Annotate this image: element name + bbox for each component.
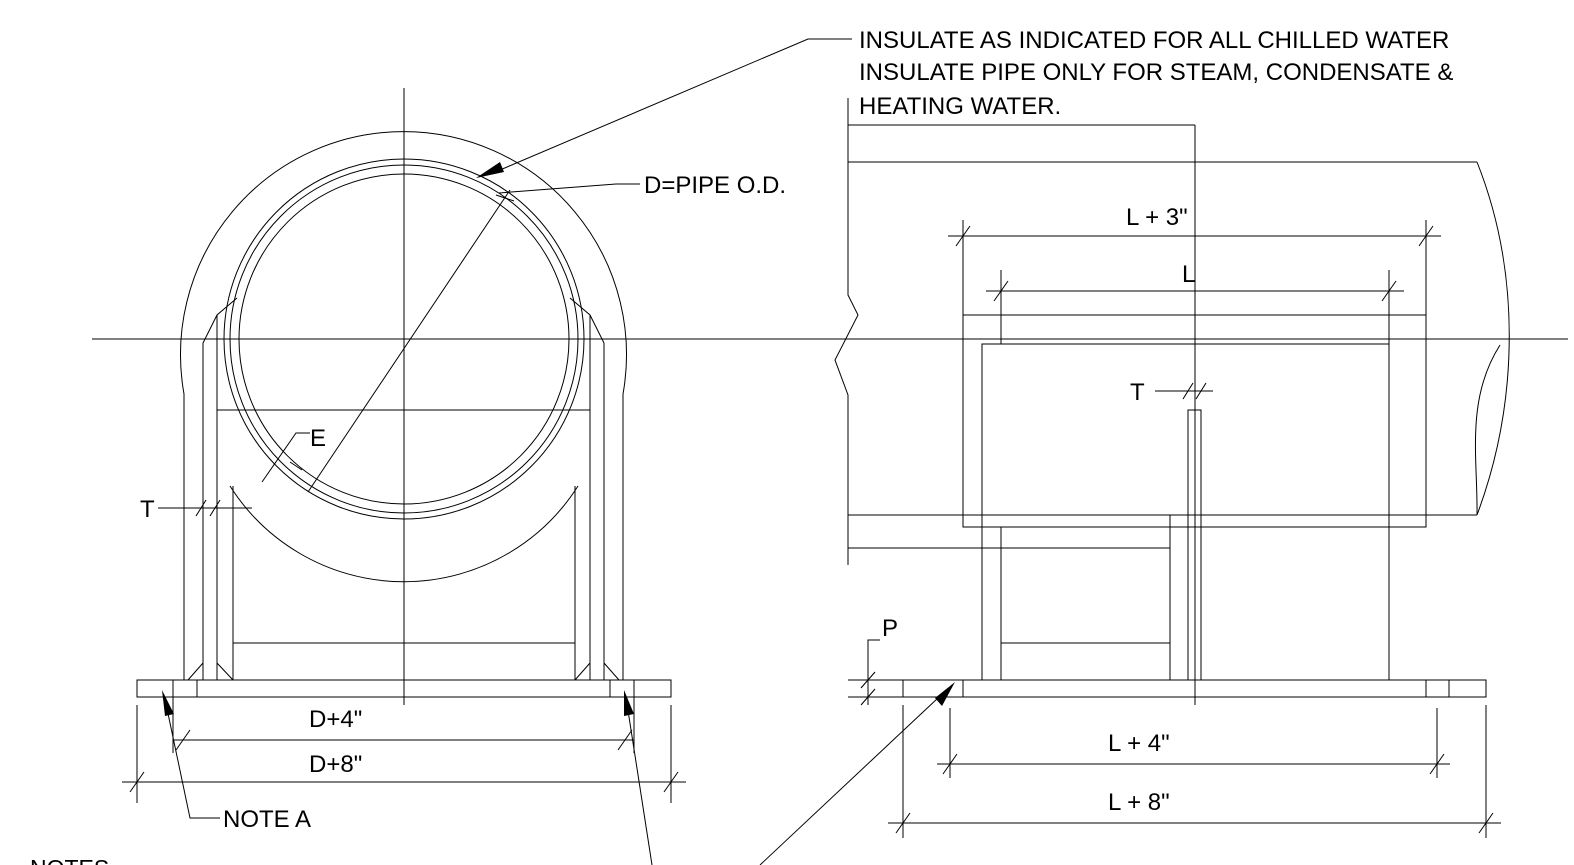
dim-l3-label: L + 3" [1126,204,1188,231]
pipe-inner-circle [238,173,570,505]
front-view [92,88,1568,865]
t-tick-2 [209,499,221,517]
pipe-break-curve-inner [1474,344,1501,516]
pipe-body-outline [834,125,1477,565]
dim-d8-tick-right [663,771,679,793]
insulation-outline [180,131,627,680]
t-label-front: T [140,496,155,523]
e-leader [261,432,310,483]
side-view [759,98,1510,865]
p-tick-bottom [860,688,876,706]
note-a-label: NOTE A [223,806,311,833]
dim-l3-tick-right [1418,225,1434,247]
t-tick-1 [195,499,207,517]
note-a-arrowhead [162,690,174,716]
dim-l4-label: L + 4" [1108,730,1170,757]
diameter-tick [495,194,515,202]
dim-d8-tick-left [129,771,145,793]
insulation-note-line-3: HEATING WATER. [859,93,1061,120]
dim-l-tick-right [1381,280,1397,302]
dim-d8-label: D+8" [309,751,362,778]
front-base-plate [136,679,672,698]
bottom-arrow-side-head [935,682,955,706]
dim-l8-tick-right [1478,812,1494,834]
dim-l-tick-left [993,280,1009,302]
insulation-callout-leader [499,38,852,171]
insulation-note-line-2: INSULATE PIPE ONLY FOR STEAM, CONDENSATE… [859,59,1453,86]
dim-d4-label: D+4" [309,706,362,733]
bottom-arrow-leader-front [626,703,653,865]
pipe-break-curve-outer [1476,161,1510,516]
saddle-outer-plate [962,314,1427,528]
t-side-tick-2 [1195,382,1207,400]
dim-l8-label: L + 8" [1108,789,1170,816]
dim-l-label: L [1182,261,1195,288]
diameter-leader [307,189,511,493]
pipe-od-label: D=PIPE O.D. [644,172,786,199]
bottom-arrow-front-head [624,690,634,716]
e-label: E [310,425,326,452]
pipe-mid-circle [229,164,579,514]
left-saddle-leg-outer [202,297,238,680]
dim-l4-tick-right [1429,753,1445,775]
dim-l4-tick-left [942,753,958,775]
right-leg-taper [603,662,620,681]
t-side-tick-1 [1182,382,1194,400]
p-tick-top [860,671,876,689]
p-label: P [882,615,898,642]
dim-d4-tick-left [175,729,191,751]
note-a-leader [165,703,220,819]
insulation-note-line-1: INSULATE AS INDICATED FOR ALL CHILLED WA… [859,27,1449,54]
t-label-side: T [1130,379,1145,406]
insulation-arrowhead [476,162,504,178]
side-base-plate [902,679,1487,698]
dim-d4-tick-right [617,729,633,751]
left-leg-taper [187,662,204,681]
p-leader [867,639,880,705]
e-leader-tick [289,461,303,471]
dim-l3-tick-left [955,225,971,247]
left-leg-taper-inner [216,662,234,681]
bottom-arrow-leader-side [759,697,939,865]
pipe-od-leader [498,183,640,194]
right-saddle-leg-outer [569,297,605,680]
saddle-cradle-plate [229,485,579,583]
right-leg-taper-inner [574,662,591,681]
dim-l8-tick-left [895,812,911,834]
notes-heading: NOTES [30,855,109,865]
pipe-outer-circle [223,158,585,520]
insulation-callout [476,38,852,178]
